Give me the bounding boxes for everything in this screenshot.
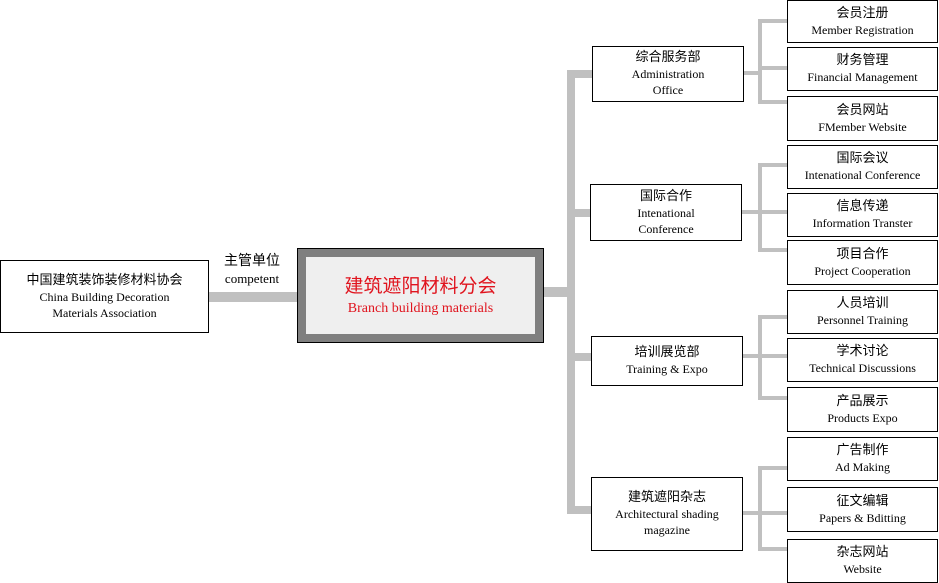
child-en: Personnel Training — [816, 313, 908, 327]
competent-label-zh: 主管单位 — [224, 253, 280, 269]
child-en: FMember Website — [818, 119, 907, 134]
child-en: Member Registration — [811, 22, 914, 37]
association-en-line1: China Building Decoration — [39, 289, 170, 304]
connector-dept-1 — [567, 70, 593, 78]
dept-en-line1: Intenational — [637, 205, 695, 220]
child-zh: 广告制作 — [836, 443, 889, 458]
child-zh: 财务管理 — [836, 53, 889, 68]
child-en: Financial Management — [807, 70, 918, 84]
connector-g4-vertical — [758, 466, 762, 551]
child-box-personnel-training: 人员培训 Personnel Training — [787, 290, 938, 334]
connector-g4-stub — [742, 511, 760, 515]
dept-zh: 综合服务部 — [635, 50, 701, 65]
connector-dept-2 — [567, 209, 593, 217]
dept-en-line2: Conference — [638, 221, 694, 236]
child-en: Papers & Bditting — [819, 510, 906, 525]
child-zh: 国际会议 — [836, 151, 889, 166]
child-box-member-website: 会员网站 FMember Website — [787, 96, 938, 141]
child-zh: 信息传递 — [836, 199, 889, 214]
child-box-magazine-website: 杂志网站 Website — [787, 539, 938, 583]
connector-g2-child-3 — [758, 248, 788, 252]
connector-g1-child-2 — [758, 66, 788, 70]
child-zh: 项目合作 — [836, 246, 889, 262]
child-zh: 人员培训 — [836, 296, 889, 311]
dept-en-line1: Training & Expo — [626, 362, 708, 376]
connector-g2-child-2 — [758, 210, 788, 214]
connector-dept-3 — [567, 353, 593, 361]
child-box-papers-editing: 征文编辑 Papers & Bditting — [787, 487, 938, 532]
child-box-project-cooperation: 项目合作 Project Cooperation — [787, 240, 938, 285]
connector-g4-child-3 — [758, 547, 788, 551]
child-en: Intenational Conference — [804, 168, 921, 182]
child-en: Products Expo — [827, 410, 898, 425]
connector-g1-vertical — [758, 19, 762, 104]
connector-g2-stub — [742, 210, 760, 214]
child-box-technical-discussions: 学术讨论 Technical Discussions — [787, 338, 938, 382]
center-title-en: Branch building materials — [347, 300, 494, 316]
dept-en-line2: Office — [652, 83, 684, 97]
dept-en-line1: Architectural shading — [615, 507, 719, 521]
dept-box-international: 国际合作 Intenational Conference — [590, 184, 742, 241]
child-zh: 杂志网站 — [836, 545, 889, 560]
child-box-international-conference: 国际会议 Intenational Conference — [787, 145, 938, 189]
child-zh: 学术讨论 — [836, 344, 889, 359]
child-zh: 会员注册 — [836, 5, 889, 21]
connector-g3-stub — [742, 354, 760, 358]
child-zh: 征文编辑 — [836, 493, 889, 509]
child-en: Website — [843, 562, 882, 576]
connector-g4-child-1 — [758, 466, 788, 470]
child-en: Project Cooperation — [814, 263, 911, 278]
center-box: 建筑遮阳材料分会 Branch building materials — [297, 248, 544, 343]
child-box-financial-management: 财务管理 Financial Management — [787, 47, 938, 91]
connector-dept-4 — [567, 506, 593, 514]
dept-en-line2: magazine — [644, 523, 690, 537]
child-zh: 会员网站 — [836, 102, 889, 118]
competent-label: 主管单位 competent — [212, 252, 292, 287]
connector-g2-child-1 — [758, 163, 788, 167]
connector-center-trunk — [544, 287, 570, 297]
dept-en-line1: Administration — [631, 67, 705, 81]
competent-label-en: competent — [224, 271, 280, 286]
connector-g1-child-3 — [758, 100, 788, 104]
child-en: Information Transter — [812, 216, 913, 230]
dept-zh: 培训展览部 — [634, 345, 700, 360]
center-title-zh: 建筑遮阳材料分会 — [344, 274, 497, 297]
child-box-ad-making: 广告制作 Ad Making — [787, 437, 938, 481]
connector-g3-child-3 — [758, 396, 788, 400]
connector-g3-child-2 — [758, 354, 788, 358]
association-box: 中国建筑装饰装修材料协会 China Building Decoration M… — [0, 260, 209, 333]
connector-g4-child-2 — [758, 511, 788, 515]
dept-box-magazine: 建筑遮阳杂志 Architectural shading magazine — [591, 477, 743, 551]
child-box-member-registration: 会员注册 Member Registration — [787, 0, 938, 43]
connector-g1-stub — [743, 71, 760, 75]
dept-box-training: 培训展览部 Training & Expo — [591, 336, 743, 386]
connector-g3-child-1 — [758, 315, 788, 319]
connector-association-center — [208, 292, 298, 302]
child-en: Ad Making — [835, 460, 890, 474]
connector-g1-child-1 — [758, 19, 788, 23]
center-box-inner: 建筑遮阳材料分会 Branch building materials — [306, 257, 535, 334]
dept-zh: 建筑遮阳杂志 — [627, 490, 706, 505]
trunk-vertical — [567, 70, 575, 514]
association-zh: 中国建筑装饰装修材料协会 — [26, 272, 183, 288]
child-en: Technical Discussions — [809, 361, 916, 375]
dept-box-administration: 综合服务部 Administration Office — [592, 46, 744, 102]
child-box-products-expo: 产品展示 Products Expo — [787, 387, 938, 432]
child-box-information-transfer: 信息传递 Information Transter — [787, 193, 938, 237]
connector-g2-vertical — [758, 163, 762, 252]
dept-zh: 国际合作 — [639, 188, 692, 204]
association-en-line2: Materials Association — [52, 305, 157, 320]
child-zh: 产品展示 — [836, 393, 889, 409]
